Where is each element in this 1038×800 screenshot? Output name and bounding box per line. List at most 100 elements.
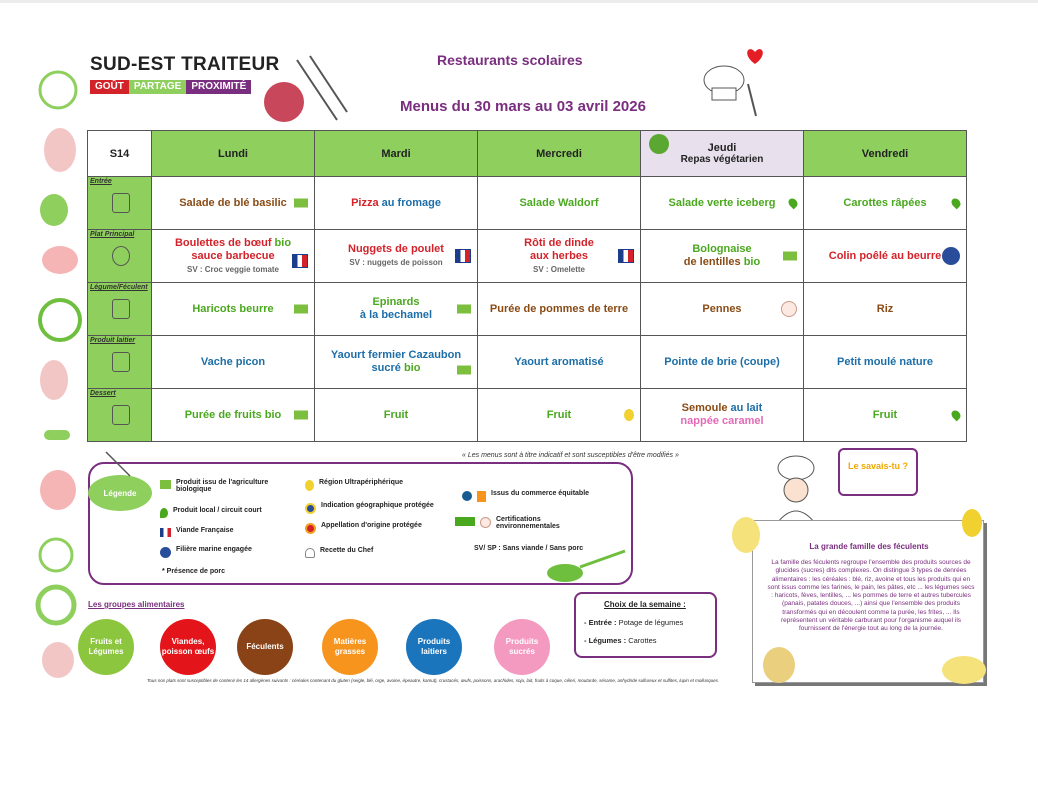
msc-fish-icon xyxy=(942,247,960,265)
choice-label: - Entrée : xyxy=(584,618,617,627)
legend-text: Viande Française xyxy=(176,527,234,534)
category-legume: Légume/Féculent xyxy=(87,282,152,336)
dish-name: Carottes râpées xyxy=(843,196,927,209)
week-number: S14 xyxy=(87,130,152,177)
aop-seal-icon xyxy=(305,523,316,534)
brand-name: SUD-EST TRAITEUR xyxy=(90,54,280,75)
dish-name: Nuggets de poulet xyxy=(348,243,444,255)
outermost-region-icon xyxy=(624,409,634,421)
pasta-potato-characters-illustration xyxy=(732,509,986,684)
legend-item-vf: Viande Française xyxy=(160,527,233,537)
menu-cell: Fruit xyxy=(314,388,478,442)
menu-cell: Salade de blé basilic xyxy=(151,176,315,230)
dish-name: Yaourt aromatisé xyxy=(514,355,604,368)
menu-cell: Colin poêlé au beurre xyxy=(803,229,967,283)
category-label: Dessert xyxy=(90,390,116,397)
fairtrade-icon xyxy=(462,491,472,501)
bio-label-icon xyxy=(294,410,308,420)
choice-value: Carottes xyxy=(628,636,657,645)
chef-hat-heart-illustration xyxy=(703,49,763,117)
category-label: Légume/Féculent xyxy=(90,284,148,291)
bio-label-icon xyxy=(783,251,797,261)
local-pin-icon xyxy=(949,196,963,210)
tagline-partage: PARTAGE xyxy=(128,80,187,94)
food-group-viandes: Viandes, poisson œufs xyxy=(160,619,216,675)
table-row-entree: Entrée Salade de blé basilic Pizza au fr… xyxy=(87,176,967,230)
msc-label-icon xyxy=(294,304,308,314)
legend-item-bio: Produit issu de l'agriculture biologique xyxy=(160,479,300,493)
dish-name: Haricots beurre xyxy=(192,302,274,315)
legend-item-certif: Certifications environnementales xyxy=(455,516,580,530)
table-row-plat: Plat Principal Boulettes de bœuf bio sau… xyxy=(87,229,967,283)
igp-seal-icon xyxy=(305,503,316,514)
legend-box xyxy=(88,462,633,585)
dish-name: Pennes xyxy=(702,302,742,315)
legend-text: Produit local / circuit court xyxy=(173,507,262,514)
bio-tag: bio xyxy=(403,362,421,374)
msc-label-icon xyxy=(457,304,471,314)
dish-name: Rôti de dinde xyxy=(524,236,594,249)
tagline-gout: GOÛT xyxy=(90,80,129,94)
legend-text: * Présence de porc xyxy=(162,568,226,575)
category-entree: Entrée xyxy=(87,176,152,230)
cupcake-icon xyxy=(112,405,130,425)
dish-name-line2: à la bechamel xyxy=(359,309,433,321)
menu-cell: Pennes xyxy=(640,282,804,336)
dish-alternative: SV : Croc veggie tomate xyxy=(186,264,280,274)
legend-text: Recette du Chef xyxy=(320,547,374,554)
day-thursday: Jeudi Repas végétarien xyxy=(640,130,804,177)
menu-cell: Semoule au lait nappée caramel xyxy=(640,388,804,442)
menu-cell: Purée de pommes de terre xyxy=(477,282,641,336)
menu-cell: Yaourt aromatisé xyxy=(477,335,641,389)
menu-cell: Purée de fruits bio xyxy=(151,388,315,442)
environmental-cert-icon xyxy=(781,301,797,317)
legend-text: Région Ultrapériphérique xyxy=(319,479,404,486)
allergens-notice: Tous nos plats sont susceptibles de cont… xyxy=(147,678,720,683)
french-meat-icon xyxy=(292,254,308,269)
menu-cell: Pizza au fromage xyxy=(314,176,478,230)
legend-text: Produit issu de l'agriculture biologique xyxy=(176,479,269,493)
tagline-proximite: PROXIMITÉ xyxy=(186,80,252,94)
local-pin-icon xyxy=(160,508,168,518)
local-pin-icon xyxy=(949,408,963,422)
menu-cell: Salade Waldorf xyxy=(477,176,641,230)
legend-text: Filière marine engagée xyxy=(176,546,252,553)
dish-name-suffix: au fromage xyxy=(381,196,441,209)
legend-item-aop: Appellation d'origine protégée xyxy=(305,522,422,534)
dish-name: Pizza xyxy=(351,196,382,209)
french-meat-icon xyxy=(618,249,634,263)
table-row-legume: Légume/Féculent Haricots beurre Epinards… xyxy=(87,282,967,336)
weekly-choice-legumes: - Légumes : Carottes xyxy=(584,636,657,645)
dish-name-line2: nappée caramel xyxy=(680,415,764,427)
food-group-produits-laitiers: Produits laitiers xyxy=(406,619,462,675)
category-laitier: Produit laitier xyxy=(87,335,152,389)
brand-tagline: GOÛT PARTAGE PROXIMITÉ xyxy=(90,80,280,94)
dish-name-suffix: au lait xyxy=(730,402,763,414)
bio-tag: bio xyxy=(743,256,761,268)
menu-cell: Boulettes de bœuf bio sauce barbecue SV … xyxy=(151,229,315,283)
dish-name: Salade de blé basilic xyxy=(179,196,287,209)
local-pin-icon xyxy=(786,196,800,210)
legend-item-msc: Filière marine engagée xyxy=(160,546,252,558)
bio-label-icon xyxy=(160,480,171,489)
legend-item-chef: Recette du Chef xyxy=(305,547,373,558)
food-groups-title: Les groupes alimentaires xyxy=(88,600,185,609)
food-group-fruits-legumes: Fruits et Légumes xyxy=(78,619,134,675)
did-you-know-bubble: Le savais-tu ? xyxy=(838,448,918,496)
starch-family-text: La famille des féculents regroupe l'ense… xyxy=(767,559,975,633)
menu-cell: Bolognaise de lentilles bio xyxy=(640,229,804,283)
dish-name: Purée de fruits xyxy=(184,408,265,421)
bio-tag: bio xyxy=(264,408,282,421)
menu-table: S14 Lundi Mardi Mercredi Jeudi Repas vég… xyxy=(87,130,967,442)
food-group-feculents: Féculents xyxy=(237,619,293,675)
chef-hat-icon xyxy=(305,548,315,558)
legend-item-rup: Région Ultrapériphérique xyxy=(305,479,403,491)
dish-name-line2: de lentilles xyxy=(683,256,744,268)
weekly-choice-title: Choix de la semaine : xyxy=(604,600,686,609)
legend-item-svsp: SV/ SP : Sans viande / Sans porc xyxy=(474,545,583,552)
dish-name-line2: sucré xyxy=(371,362,404,374)
menu-dates: Menus du 30 mars au 03 avril 2026 xyxy=(400,98,646,115)
msc-label-icon xyxy=(294,198,308,208)
french-meat-icon xyxy=(455,249,471,263)
bio-tag: bio xyxy=(274,236,292,249)
